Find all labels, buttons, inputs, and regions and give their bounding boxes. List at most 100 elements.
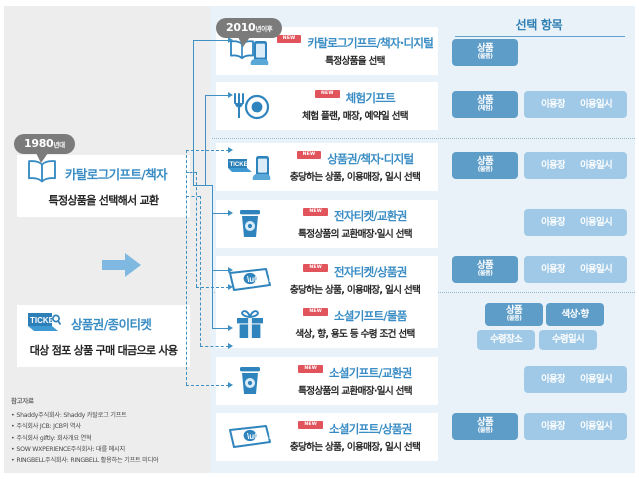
selection-panel: [443, 6, 635, 473]
row-title: 소셜기프트/교환권: [329, 366, 412, 380]
selection-badge[interactable]: 상품 (물품): [485, 303, 543, 326]
selection-badge[interactable]: 상품 (물품): [452, 256, 518, 283]
selection-badge[interactable]: 수령일시: [539, 330, 597, 350]
row-subtitle: 충당하는 상품, 이용매장, 일시 선택: [289, 442, 421, 453]
connector-dashed-row8: [186, 385, 229, 386]
badge-main: 이용일시: [579, 159, 613, 171]
references-list: Shaddy주식회사: Shaddy 카탈로그 기프트 주식회사 JCB: JC…: [11, 410, 201, 466]
selection-badge[interactable]: 상품 (물품): [452, 39, 518, 66]
badge-main: 상품: [476, 417, 494, 429]
row-card[interactable]: NEW 소셜기프트/물품 색상, 향, 용도 등 수령 조건 선택: [216, 300, 438, 348]
selection-badge[interactable]: 이용일시: [565, 256, 627, 283]
selection-badge[interactable]: 상품 (물품): [452, 413, 518, 440]
legacy-catalog-head: 카탈로그기프트/책자: [17, 155, 190, 191]
new-badge: NEW: [298, 364, 324, 374]
selection-badge[interactable]: 이용일시: [565, 209, 627, 236]
selection-badge[interactable]: 이용일시: [565, 366, 627, 393]
coffee-cup-icon: [224, 207, 276, 241]
badge-main: 상품: [476, 95, 494, 107]
legacy-panel: [4, 6, 210, 473]
selection-header: 선택 항목: [515, 18, 563, 32]
new-badge: NEW: [298, 420, 324, 430]
connector-solid-mid: [205, 185, 213, 186]
new-badge: NEW: [303, 307, 328, 317]
row-card[interactable]: NEW 전자티켓/교환권 특정상품의 교환매장·일시 선택: [216, 200, 438, 248]
row-title: 상품권/책자·디지털: [327, 152, 414, 166]
svg-text:TICKET: TICKET: [30, 316, 59, 325]
row-subtitle: 충당하는 상품, 이용매장, 일시 선택: [289, 285, 421, 296]
reference-item: 주식회사 giftly: 회사개요 연혁: [11, 433, 201, 444]
flow-arrow-icon: [100, 250, 144, 284]
row-subtitle: 특정상품의 교환매장·일시 선택: [298, 386, 413, 397]
row-title: 전자티켓/상품권: [333, 265, 407, 279]
selection-badge[interactable]: 상품 (물품): [452, 152, 518, 179]
legacy-ticket-head: TICKET 상품권/종이티켓: [17, 305, 190, 341]
selection-badge[interactable]: 이용일시: [565, 91, 627, 118]
row-subtitle: 특정상품의 교환매장·일시 선택: [298, 229, 413, 240]
row-subtitle: 체험 플랜, 매장, 예약일 선택: [302, 111, 409, 122]
row-card[interactable]: NEW 체험기프트 체험 플랜, 매장, 예약일 선택: [216, 82, 438, 130]
reference-item: SOW WXPERIENCE주식회사: 대를 메시지: [11, 444, 201, 455]
paper-ticket-icon: TICKET: [25, 308, 65, 338]
era-bubble-2010: 2010년이후: [216, 18, 283, 47]
row-subtitle: 특정상품을 선택: [325, 56, 385, 67]
row-card[interactable]: \u00A5 NEW 전자티켓/상품권 충당하는 상품, 이용매장, 일시 선택: [216, 256, 438, 304]
badge-sub: (체험): [477, 105, 493, 113]
badge-main: 이용장소: [540, 159, 574, 171]
badge-main: 상품: [476, 43, 494, 55]
row-title: 소셜기프트/상품권: [329, 422, 412, 436]
connector-arrow-row6: [228, 324, 233, 331]
selection-header-rule: [455, 36, 625, 37]
selection-badge[interactable]: 색상·향: [546, 303, 604, 326]
connector-solid-row4: [212, 213, 229, 214]
row-title: 체험기프트: [345, 91, 396, 105]
row-title: 카탈로그기프트/책자·디지털: [307, 36, 434, 50]
badge-main: 이용장소: [540, 216, 574, 228]
badge-sub: (물품): [477, 270, 493, 278]
era-1980-year: 1980: [24, 137, 54, 150]
reference-item: 주식회사 JCB: JCB의 역사: [11, 421, 201, 432]
connector-dashed-riser-b: [200, 196, 201, 346]
new-badge: NEW: [276, 34, 302, 44]
badge-main: 상품: [505, 305, 523, 317]
svg-text:\u00A5: \u00A5: [247, 432, 273, 441]
selection-badge[interactable]: 상품 (체험): [452, 91, 518, 118]
row-card[interactable]: NEW 소셜기프트/교환권 특정상품의 교환매장·일시 선택: [216, 357, 438, 405]
coffee-cup-icon: [224, 364, 276, 398]
badge-sub: (물품): [477, 53, 493, 61]
connector-solid-row5: [212, 270, 229, 271]
row-subtitle: 색상, 향, 용도 등 수령 조건 선택: [295, 329, 415, 340]
connector-dashed-stub-a: [186, 172, 196, 173]
new-badge: NEW: [296, 150, 322, 160]
selection-badge[interactable]: 수령장소: [477, 330, 535, 350]
badge-main: 상품: [476, 260, 494, 272]
reference-item: RINGBELL주식회사: RINGBELL 활용하는 기프트 미디어: [11, 455, 201, 466]
reference-item: Shaddy주식회사: Shaddy 카탈로그 기프트: [11, 410, 201, 421]
new-badge: NEW: [303, 207, 328, 217]
era-1980-suffix: 년대: [53, 141, 65, 149]
open-book-icon: [25, 158, 59, 188]
era-bubble-1980: 1980년대: [14, 134, 75, 163]
era-2010-suffix: 년이후: [255, 25, 273, 33]
connector-solid-row6: [212, 328, 229, 329]
badge-sub: (물품): [506, 315, 522, 323]
badge-main: 이용일시: [579, 373, 613, 385]
connector-solid-trunk-top: [193, 40, 194, 186]
row-card[interactable]: TICKET NEW 상품권/책자·디지털 충당하는 상품, 이용매장, 일시 …: [216, 143, 438, 191]
selection-badge[interactable]: 이용일시: [565, 152, 627, 179]
connector-arrow-row4: [228, 209, 233, 216]
selection-badge[interactable]: 이용일시: [565, 413, 627, 440]
legacy-ticket-title: 상품권/종이티켓: [71, 316, 152, 332]
connector-solid-row1: [193, 40, 229, 41]
badge-main: 이용장소: [540, 373, 574, 385]
badge-main: 이용일시: [579, 263, 613, 275]
connector-dashed-row6b: [196, 287, 229, 288]
connector-dashed-trunk: [186, 150, 187, 385]
section-divider-1: [212, 138, 635, 139]
legacy-catalog-subtitle: 특정상품을 선택해서 교환: [48, 194, 160, 207]
row-card[interactable]: \u00A5 NEW 소셜기프트/상품권 충당하는 상품, 이용매장, 일시 선…: [216, 413, 438, 461]
connector-arrow-row3-dashed: [228, 146, 233, 153]
badge-main: 상품: [476, 156, 494, 168]
row-title: 전자티켓/교환권: [333, 209, 407, 223]
